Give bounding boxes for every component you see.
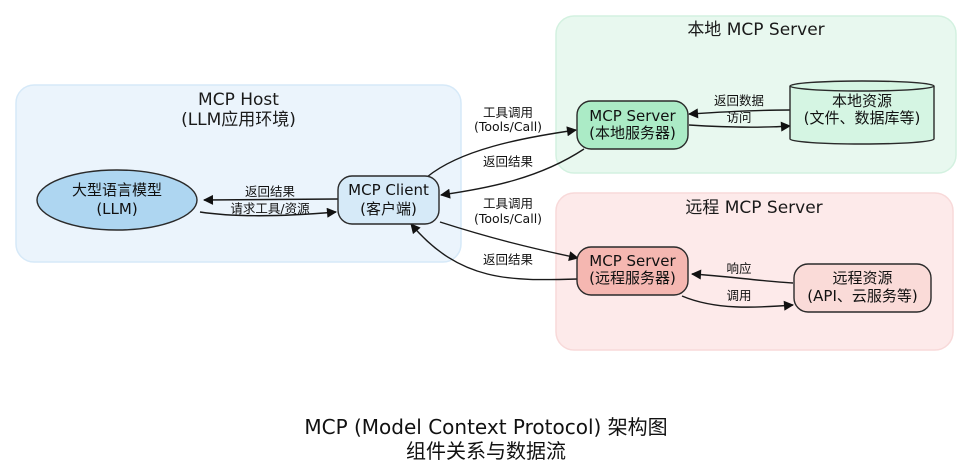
- node-remote-resource-label-line1: 远程资源: [832, 269, 892, 287]
- edge-client-to-remote-server: [439, 221, 579, 262]
- edge-label-remote-call-line1: 工具调用: [483, 196, 533, 211]
- node-llm-shape: [36, 169, 198, 231]
- edge-label-local-return: 返回结果: [483, 154, 534, 169]
- edge-label-local-call-line2: (Tools/Call): [474, 119, 542, 134]
- node-local-mcp-server: MCP Server (本地服务器): [576, 100, 689, 150]
- node-mcp-client: MCP Client (客户端): [337, 175, 440, 225]
- edge-client-to-llm: [203, 194, 339, 205]
- node-remote-server-shape: [576, 246, 689, 296]
- edge-local-server-to-client: [440, 148, 585, 199]
- edge-label-local-data-return: 返回数据: [714, 93, 764, 108]
- edge-remote-server-to-client: [410, 223, 579, 281]
- diagram-title-line1: MCP (Model Context Protocol) 架构图: [304, 415, 667, 439]
- node-local-server-label-line1: MCP Server: [589, 107, 676, 125]
- node-remote-mcp-server: MCP Server (远程服务器): [576, 246, 689, 296]
- node-remote-server-label-line2: (远程服务器): [589, 269, 676, 287]
- cluster-mcp-host-label-line2: (LLM应用环境): [181, 110, 296, 130]
- edges: 返回结果 请求工具/资源 工具调用 (Tools/Call) 返回结果 工具调用…: [199, 93, 794, 311]
- diagram-title: MCP (Model Context Protocol) 架构图 组件关系与数据…: [304, 415, 667, 463]
- edge-label-remote-response: 响应: [726, 261, 751, 276]
- edge-label-remote-return: 返回结果: [483, 252, 534, 267]
- node-client-label-line2: (客户端): [360, 200, 417, 218]
- node-local-resource-label-line2: (文件、数据库等): [804, 109, 921, 127]
- cluster-local-label: 本地 MCP Server: [687, 20, 824, 40]
- node-remote-resource: 远程资源 (API、云服务等): [793, 263, 932, 313]
- edge-llm-to-client: [199, 207, 337, 218]
- node-local-server-shape: [576, 100, 689, 150]
- node-remote-resource-label-line2: (API、云服务等): [807, 287, 917, 305]
- edge-label-llm-return: 返回结果: [245, 184, 296, 199]
- node-local-resource-rim: [789, 85, 935, 92]
- node-client-shape: [337, 175, 440, 225]
- edge-local-server-to-resource: [688, 121, 791, 132]
- edge-label-local-access: 访问: [726, 110, 751, 125]
- node-local-resource: 本地资源 (文件、数据库等): [789, 80, 935, 145]
- edge-label-remote-invoke: 调用: [726, 288, 751, 303]
- cluster-remote-label: 远程 MCP Server: [685, 198, 822, 218]
- edge-label-llm-request: 请求工具/资源: [230, 201, 310, 216]
- edge-local-resource-to-server: [688, 108, 791, 119]
- edge-client-to-local-server: [426, 126, 577, 178]
- node-remote-server-label-line1: MCP Server: [589, 252, 676, 270]
- node-local-server-label-line2: (本地服务器): [589, 124, 676, 142]
- node-remote-resource-shape: [793, 263, 932, 313]
- node-client-label-line1: MCP Client: [348, 181, 429, 199]
- cluster-mcp-host-label-line1: MCP Host: [198, 90, 279, 110]
- edge-remote-resource-to-server: [691, 269, 794, 284]
- node-llm-label-line2: (LLM): [96, 200, 137, 218]
- node-llm-label-line1: 大型语言模型: [72, 181, 162, 199]
- diagram-title-line2: 组件关系与数据流: [406, 439, 566, 463]
- edge-remote-server-to-resource: [681, 295, 794, 311]
- edge-label-local-call-line1: 工具调用: [483, 105, 533, 120]
- node-llm: 大型语言模型 (LLM): [36, 169, 198, 231]
- edge-label-remote-call-line2: (Tools/Call): [474, 211, 542, 226]
- node-local-resource-shape: [789, 80, 935, 145]
- node-local-resource-label-line1: 本地资源: [832, 92, 892, 110]
